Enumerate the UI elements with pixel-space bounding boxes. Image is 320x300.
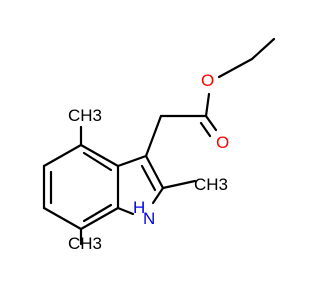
bond <box>42 143 83 168</box>
nh-n-label: N <box>143 209 155 228</box>
ethyl-bond-2 <box>250 37 276 61</box>
benzene-ring <box>42 143 120 231</box>
ester-oxygen-label: O <box>201 71 214 90</box>
ch2-bond <box>144 114 163 158</box>
nh-h-label: H <box>133 198 145 217</box>
ch3-top-label: CH3 <box>68 106 102 125</box>
bond <box>151 186 165 205</box>
ch3-bottom-label: CH3 <box>68 234 102 253</box>
double-bond-inner <box>82 151 113 172</box>
bond <box>79 206 120 231</box>
bond <box>144 154 165 190</box>
bond <box>79 143 120 168</box>
ch3-right-label: CH3 <box>194 175 228 194</box>
molecule-structure: CH3 CH3 CH3 H N O O <box>42 37 276 253</box>
ester-oxygen-bond <box>204 92 211 118</box>
bond <box>42 206 83 231</box>
methyl-bond-right <box>161 179 197 190</box>
carbonyl-bond-b <box>199 121 212 138</box>
bond <box>116 206 135 216</box>
carbonyl-oxygen-label: O <box>216 133 229 152</box>
carbonyl-bond-a <box>204 114 218 132</box>
double-bond-inner <box>82 203 113 223</box>
double-bond-inner <box>140 164 157 192</box>
ethyl-bond <box>217 57 254 79</box>
bond <box>116 154 148 168</box>
pyrrole-ring <box>116 154 165 216</box>
